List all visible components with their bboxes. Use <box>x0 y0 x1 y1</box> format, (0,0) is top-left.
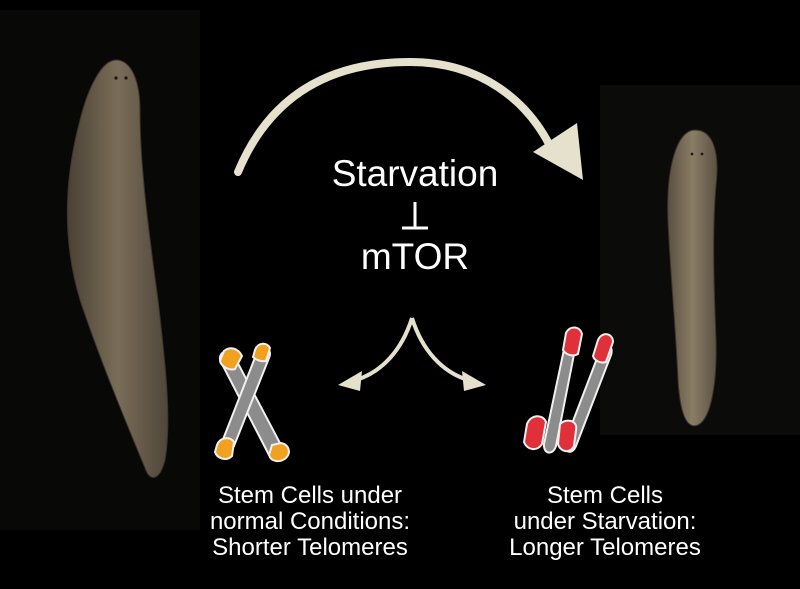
eye-spot-left-1 <box>114 76 117 79</box>
caption-left-line-2: normal Conditions: <box>180 509 440 535</box>
chromosome-long-telomeres <box>524 327 613 452</box>
inhibition-symbol <box>400 202 430 230</box>
caption-right-line-1: Stem Cells <box>485 483 725 509</box>
mtor-label: mTOR <box>300 238 530 275</box>
caption-left-line-3: Shorter Telomeres <box>180 535 440 561</box>
caption-left-line-1: Stem Cells under <box>180 483 440 509</box>
caption-normal-conditions: Stem Cells under normal Conditions: Shor… <box>180 483 440 561</box>
starvation-label: Starvation <box>300 155 530 192</box>
caption-right-line-3: Longer Telomeres <box>485 535 725 561</box>
eye-spot-left-2 <box>124 76 127 79</box>
eye-spot-right-2 <box>701 153 704 156</box>
eye-spot-right-1 <box>691 153 694 156</box>
split-arrow-left-head <box>338 371 362 391</box>
split-arrow-right <box>412 318 468 380</box>
split-arrow-left <box>356 318 412 380</box>
split-arrow-right-head <box>462 371 486 391</box>
caption-starvation: Stem Cells under Starvation: Longer Telo… <box>485 483 725 561</box>
caption-right-line-2: under Starvation: <box>485 509 725 535</box>
chromosome-short-telomeres <box>215 344 289 461</box>
center-label-block: Starvation mTOR <box>300 155 530 275</box>
